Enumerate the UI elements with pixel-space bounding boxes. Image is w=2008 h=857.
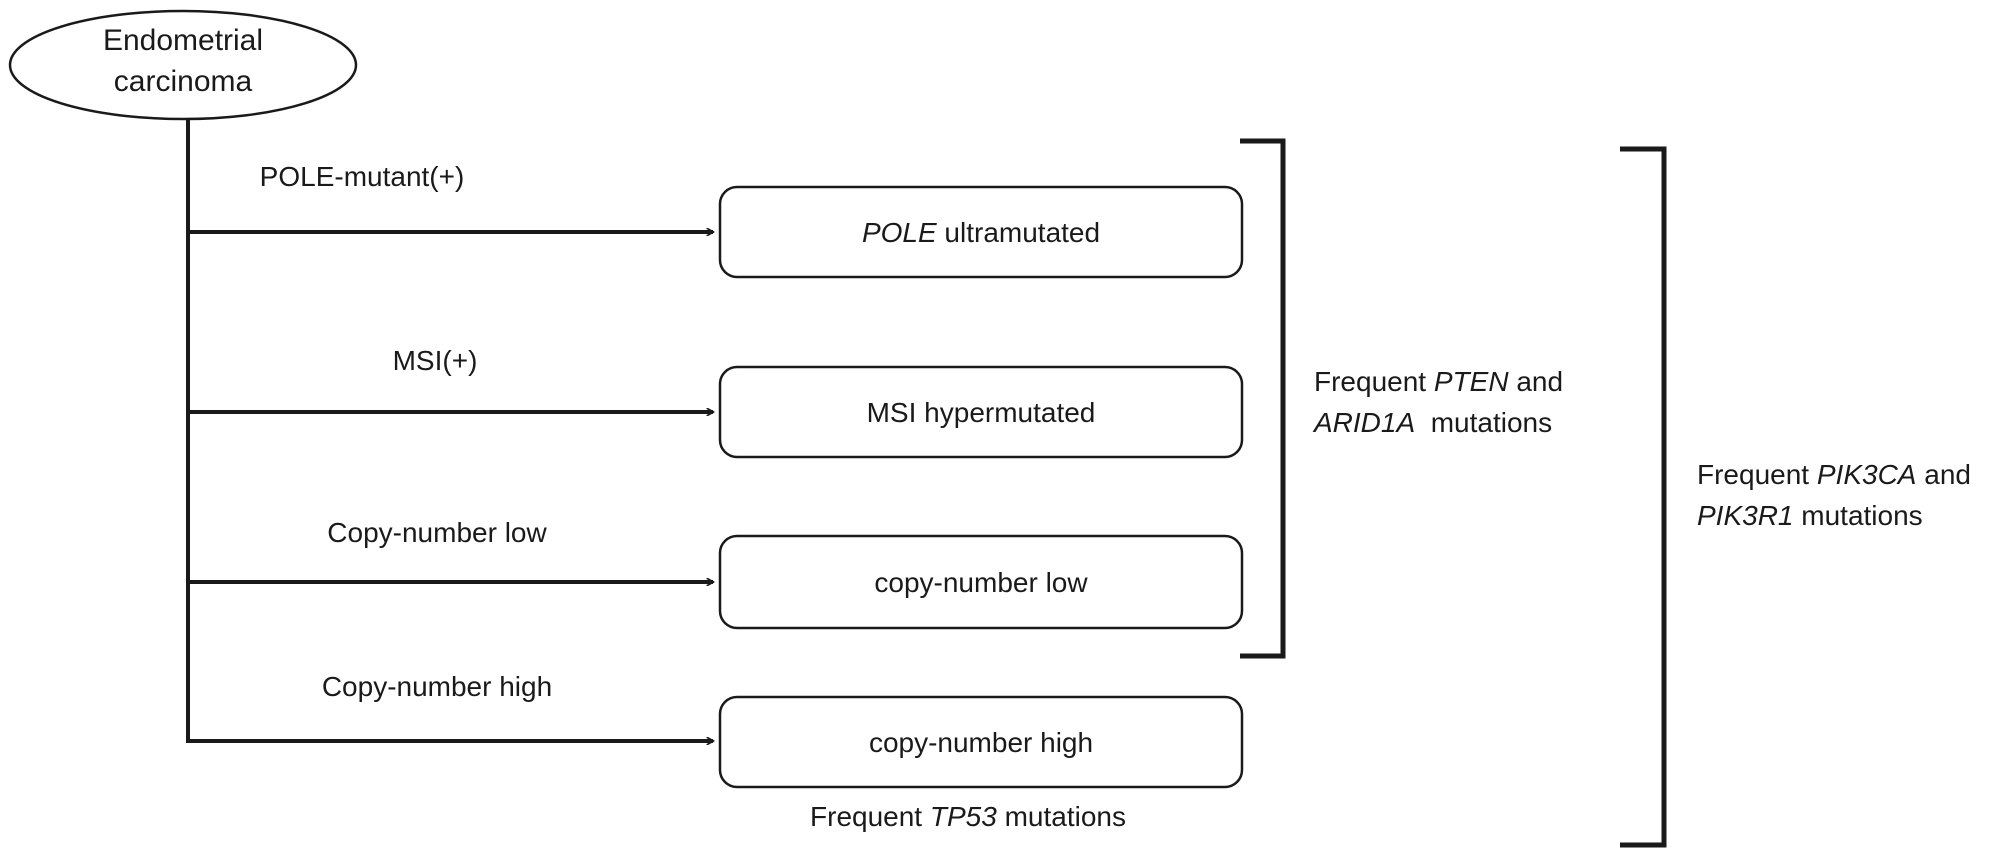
box-copy-number-low — [718, 534, 1244, 630]
branch-label-cn-low: Copy-number low — [327, 517, 547, 548]
branch-cn-low: Copy-number low copy-number low — [188, 517, 1244, 630]
box-label-cn-high: copy-number high — [869, 727, 1093, 758]
box-msi-hypermutated — [718, 365, 1244, 459]
box-copy-number-high — [718, 695, 1244, 789]
root-label-line1: Endometrial — [103, 24, 263, 57]
branch-msi: MSI(+) MSI hypermutated — [188, 345, 1244, 459]
branch-label-cn-high: Copy-number high — [322, 671, 552, 702]
branch-label-msi: MSI(+) — [393, 345, 478, 376]
box-pole-ultramutated — [718, 185, 1244, 279]
branch-cn-high: Copy-number high copy-number high — [186, 671, 1244, 789]
root-node: Endometrial carcinoma — [8, 9, 358, 121]
box-label-cn-low: copy-number low — [874, 567, 1088, 598]
box-label-pole: POLE ultramutated — [862, 217, 1100, 248]
branch-label-pole: POLE-mutant(+) — [260, 161, 465, 192]
tp53-annotation: Frequent TP53 mutations — [810, 801, 1126, 832]
pten-annotation-line1: Frequent PTEN and — [1314, 366, 1563, 397]
pten-annotation-line2: ARID1A mutations — [1312, 407, 1552, 438]
box-label-msi: MSI hypermutated — [867, 397, 1096, 428]
bracket-pten-arid1a — [1240, 138, 1286, 659]
bracket-pik3ca-pik3r1 — [1620, 146, 1667, 848]
pik3-annotation-line1: Frequent PIK3CA and — [1697, 459, 1971, 490]
branch-pole: POLE-mutant(+) POLE ultramutated — [188, 161, 1244, 279]
pik3-annotation-line2: PIK3R1 mutations — [1697, 500, 1923, 531]
root-label-line2: carcinoma — [114, 65, 253, 98]
